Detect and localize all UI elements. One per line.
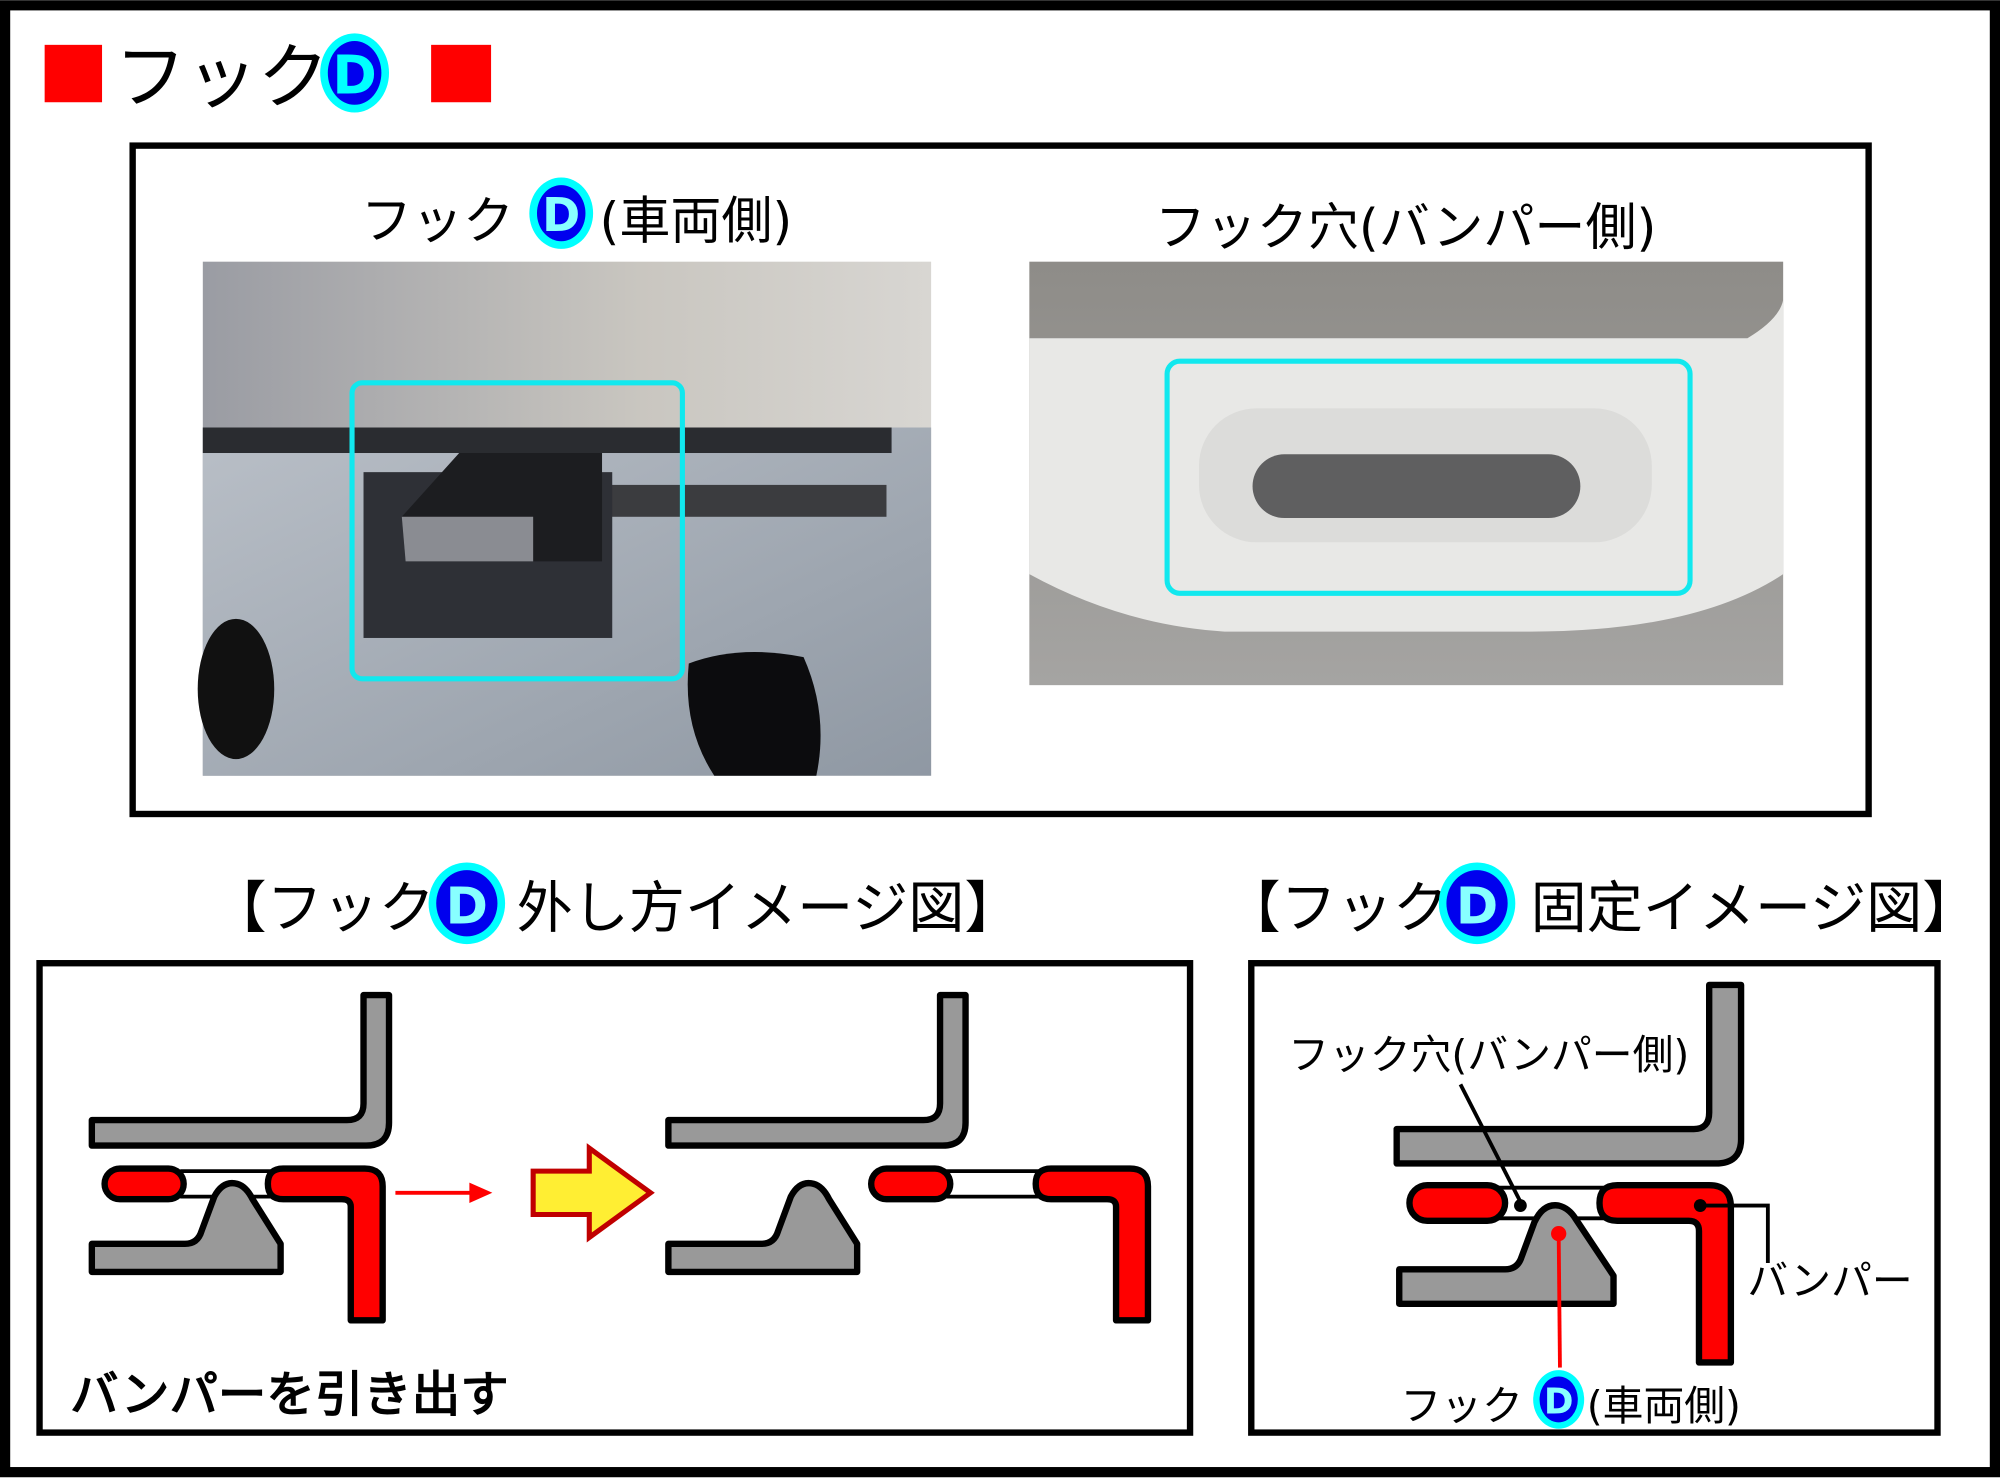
svg-text:D: D: [1456, 878, 1498, 937]
title-text: フック: [115, 36, 329, 119]
pull-arrow: [395, 1182, 493, 1204]
hook-label: フック: [1401, 1382, 1523, 1430]
svg-text:D: D: [446, 878, 488, 937]
hook-hole-label: フック穴(バンパー側): [1288, 1031, 1689, 1079]
hook-photo-suffix: (車両側): [599, 193, 792, 252]
bumper-part: [264, 1165, 386, 1324]
vehicle-bracket: [88, 991, 393, 1149]
removal-caption: バンパーを引き出す: [70, 1367, 509, 1423]
d-badge: D: [1438, 862, 1516, 945]
removal-before: [88, 991, 393, 1324]
svg-text:D: D: [542, 188, 580, 242]
fixed-heading-prefix: 【フック: [1224, 877, 1448, 942]
removal-heading-prefix: 【フック: [210, 877, 434, 942]
bumper-part: [1596, 1181, 1735, 1366]
leader-lines: [1458, 1083, 1770, 1368]
vehicle-bracket: [1393, 981, 1745, 1167]
highlight-box: [1164, 358, 1693, 596]
hook-d-shape: [88, 1180, 284, 1276]
hook-photo-label: フック: [361, 193, 514, 252]
highlight-box: [349, 380, 685, 682]
d-badge-title: D: [320, 33, 390, 113]
hook-photo: [197, 261, 932, 776]
red-square-marker: [431, 44, 492, 103]
hole-photo-label: フック穴(バンパー側): [1155, 199, 1656, 258]
fixed-heading-suffix: 固定イメージ図】: [1531, 877, 1979, 942]
hook-label-suffix: (車両側): [1587, 1382, 1741, 1430]
bumper-part: [1406, 1181, 1509, 1225]
vehicle-bracket: [665, 991, 969, 1149]
transition-arrow-icon: [530, 1143, 655, 1243]
d-badge: D: [529, 177, 594, 249]
svg-text:D: D: [332, 43, 376, 106]
bumper-label: バンパー: [1747, 1257, 1912, 1305]
d-badge: D: [428, 862, 506, 945]
removal-after: [665, 991, 1152, 1324]
hook-hole-photo: [1029, 261, 1784, 686]
bumper-part: [867, 1165, 954, 1203]
bumper-part: [101, 1165, 187, 1203]
d-badge: D: [1533, 1370, 1585, 1429]
svg-text:D: D: [1544, 1381, 1574, 1422]
removal-heading-suffix: 外し方イメージ図】: [517, 877, 1021, 942]
red-square-marker: [44, 44, 103, 103]
hook-d-shape: [665, 1180, 861, 1276]
bumper-part: [1032, 1165, 1152, 1324]
